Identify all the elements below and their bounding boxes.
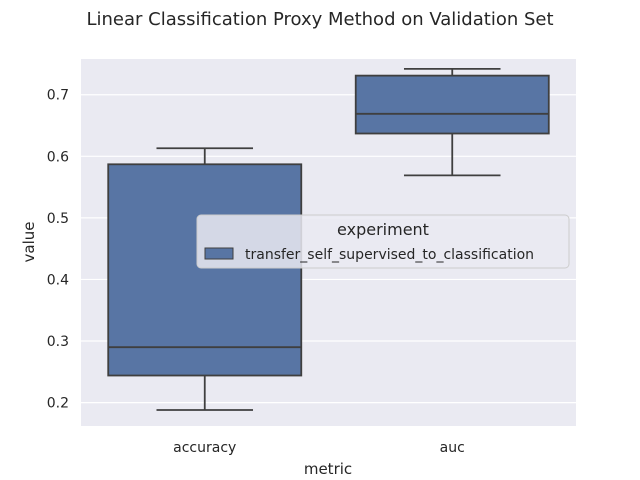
x-tick-labels: accuracy auc xyxy=(173,440,465,456)
x-tick-label: accuracy xyxy=(173,440,236,456)
box-iqr xyxy=(354,74,550,135)
legend-title: experiment xyxy=(337,220,429,239)
y-tick-labels: 0.2 0.3 0.4 0.5 0.6 0.7 xyxy=(47,88,69,412)
box-iqr xyxy=(107,163,303,377)
legend-swatch xyxy=(204,247,234,260)
y-tick-label: 0.6 xyxy=(47,149,69,165)
box-accuracy xyxy=(107,147,303,411)
chart-title: Linear Classification Proxy Method on Va… xyxy=(86,9,553,30)
y-tick-label: 0.3 xyxy=(47,334,69,350)
y-tick-label: 0.5 xyxy=(47,211,69,227)
y-axis-label: value xyxy=(20,222,38,263)
legend-entry-label: transfer_self_supervised_to_classificati… xyxy=(245,247,534,263)
x-tick-label: auc xyxy=(440,440,465,456)
legend: experiment transfer_self_supervised_to_c… xyxy=(196,214,570,269)
box-plots xyxy=(107,67,550,411)
y-tick-label: 0.7 xyxy=(47,88,69,104)
legend-frame xyxy=(196,214,570,269)
box-auc xyxy=(354,67,550,177)
y-tick-label: 0.2 xyxy=(47,396,69,412)
y-tick-label: 0.4 xyxy=(47,272,69,288)
x-axis-label: metric xyxy=(304,460,352,478)
